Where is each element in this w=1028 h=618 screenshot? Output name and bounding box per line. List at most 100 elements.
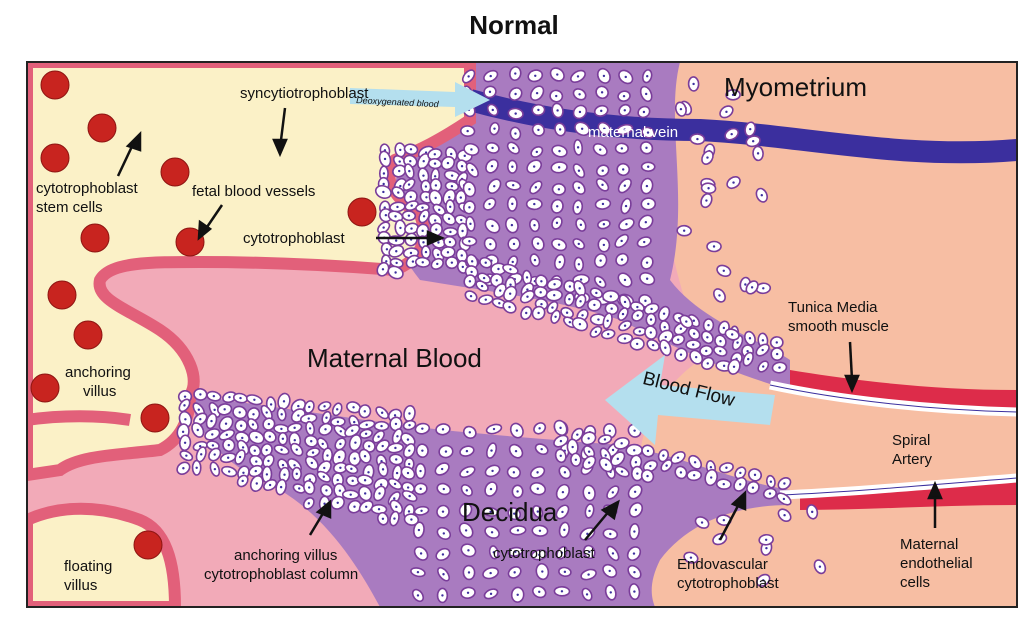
cell-nucleus [269,403,273,406]
cell-nucleus [383,157,387,161]
cell-nucleus [399,226,402,230]
red-blood-cell [40,143,70,173]
label-anchoring-villus-line2: villus [83,383,116,400]
cell-nucleus [556,205,559,208]
cell-nucleus [465,449,469,453]
cell-nucleus [576,75,580,78]
cell-nucleus [419,552,423,555]
cell-nucleus [554,315,557,318]
cell-nucleus [577,169,581,172]
cell-nucleus [396,435,399,438]
label-floating-villus-line1: floating [64,558,112,575]
cell-nucleus [407,510,411,513]
cell-nucleus [253,449,256,452]
label-ct-stem-line1: cytotrophoblast [36,180,139,197]
cell-nucleus [644,299,647,303]
cell-nucleus [351,479,354,483]
cell-nucleus [633,590,636,593]
cell-nucleus [595,291,598,295]
arrow-fetal-vessels-head [197,219,213,241]
label-endovascular-line1: Endovascular [677,556,768,573]
cell-nucleus [422,241,425,244]
cell-nucleus [467,75,470,78]
cell-nucleus [597,318,600,321]
cell-nucleus [578,93,581,96]
cell-nucleus [480,284,484,288]
cell-nucleus [611,552,615,555]
arrow-endovascular-head [730,490,747,511]
cell-nucleus [406,486,410,489]
cell-nucleus [459,196,462,199]
cell-nucleus [560,590,564,593]
cell-nucleus [352,406,355,409]
cell-nucleus [280,427,283,431]
cell-nucleus [339,430,343,433]
cell-nucleus [488,90,492,94]
label-cytotrophoblast-lower: cytotrophoblast [493,545,596,562]
cell-nucleus [410,518,413,521]
cell-nucleus [421,229,424,233]
cell-nucleus [557,166,561,169]
cell-nucleus [722,326,726,330]
cell-nucleus [395,261,398,265]
cell-nucleus [238,455,242,459]
cell-nucleus [212,394,216,398]
cell-nucleus [255,460,258,463]
label-maternal-endo-line1: Maternal [900,536,958,553]
cell-nucleus [638,330,641,333]
cell-nucleus [574,458,578,461]
cell-nucleus [442,532,446,535]
label-cytotrophoblast-upper: cytotrophoblast [243,230,346,247]
cell-nucleus [441,428,445,431]
cell-nucleus [421,449,424,452]
cell-nucleus [692,82,695,86]
cell-nucleus [399,148,402,152]
cell-nucleus [559,454,562,458]
cell-nucleus [649,464,652,468]
label-syncytiotrophoblast: syncytiotrophoblast [240,85,369,102]
cell-nucleus [679,327,683,330]
cell-nucleus [393,482,397,486]
cell-nucleus [632,449,636,452]
cell-nucleus [363,479,367,482]
cell-nucleus [241,436,244,440]
cell-nucleus [587,450,591,453]
endothelium-outline-lower [779,477,1017,496]
cell-nucleus [751,486,755,489]
cell-nucleus [534,74,537,77]
cell-nucleus [761,339,765,342]
cell-nucleus [731,93,735,97]
cell-nucleus [441,594,444,597]
cell-nucleus [679,107,683,111]
cell-nucleus [624,204,628,208]
cell-nucleus [213,408,216,412]
diagram-body: syncytiotrophoblast Deoxygenated blood M… [27,62,1017,607]
cell-nucleus [600,91,604,94]
cell-nucleus [761,348,764,352]
cell-nucleus [466,591,470,595]
cell-nucleus [645,277,649,280]
cell-nucleus [636,314,639,317]
cell-nucleus [555,221,559,225]
cell-nucleus [646,131,650,134]
cell-nucleus [393,414,397,417]
maternal-vein [467,89,1017,164]
cell-nucleus [438,208,441,212]
cell-nucleus [707,324,710,327]
cell-nucleus [511,202,514,206]
cell-nucleus [722,364,726,368]
cell-nucleus [694,355,698,359]
cell-nucleus [756,152,760,155]
cell-nucleus [322,475,326,478]
cell-nucleus [623,337,627,340]
cell-nucleus [579,278,583,281]
cell-nucleus [602,243,606,247]
cell-nucleus [410,204,413,207]
label-spiral-line2: Artery [892,451,933,468]
cell-nucleus [363,492,367,495]
cell-nucleus [563,528,566,532]
cell-nucleus [199,393,202,396]
cell-nucleus [536,471,539,474]
cell-nucleus [382,226,385,229]
arrow-ct-lower-head [600,499,620,521]
